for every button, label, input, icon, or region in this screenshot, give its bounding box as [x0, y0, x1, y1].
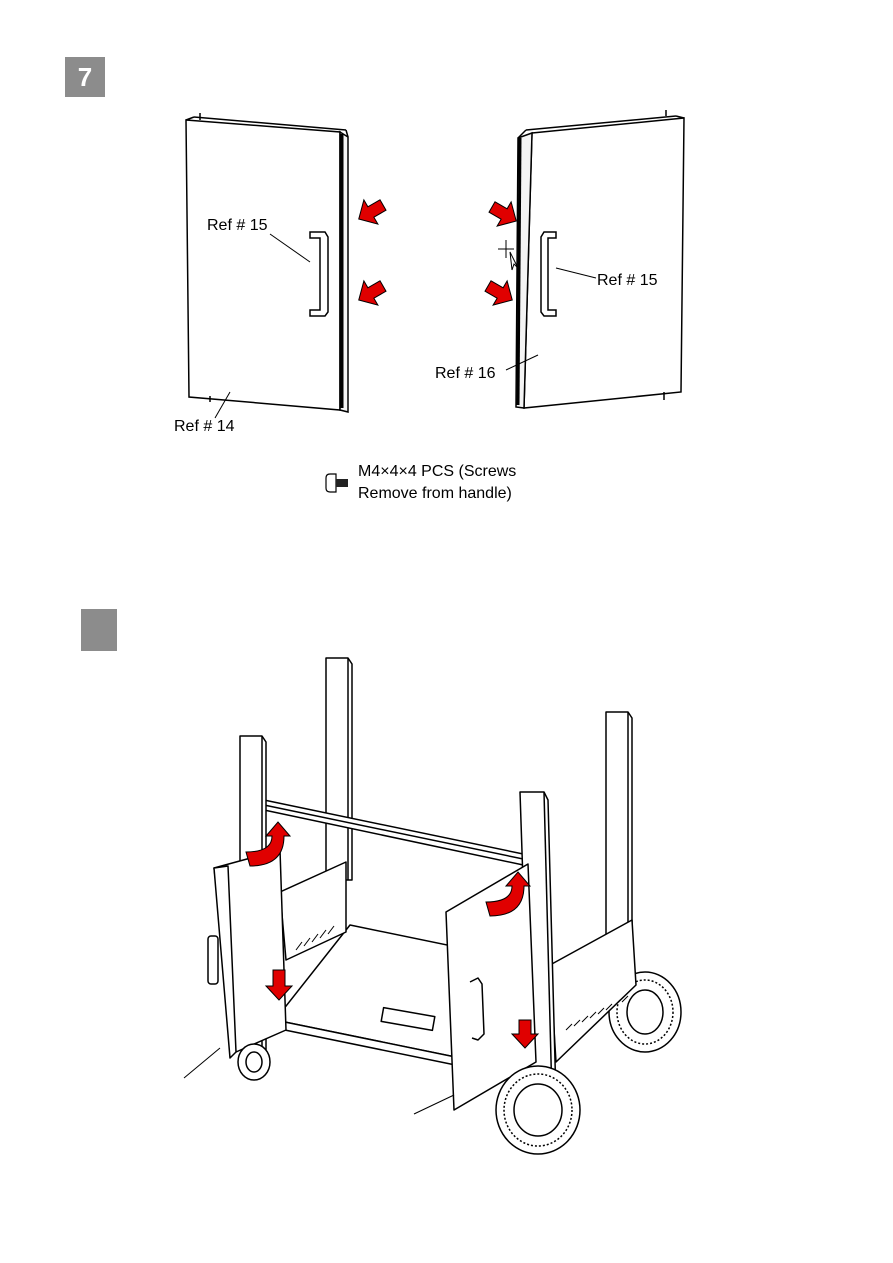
bottom-shelf [274, 924, 521, 1061]
front-wheel [495, 1065, 581, 1155]
front-caster [237, 1043, 271, 1081]
screw-icon [325, 473, 348, 493]
right-handle [540, 231, 557, 317]
curved-arrow-left [245, 821, 292, 867]
left-side-panel [279, 861, 347, 961]
left-door-installed [213, 849, 287, 1053]
step-7-illustration [185, 110, 685, 493]
move-cursor-icon [498, 240, 519, 271]
down-arrow-left [264, 969, 294, 1001]
ref-15-left-label: Ref # 15 [207, 217, 268, 234]
left-door [185, 113, 349, 413]
left-handle [309, 231, 329, 317]
right-door [515, 110, 685, 409]
ref-16-label: Ref # 16 [435, 365, 496, 382]
hardware-line-2: Remove from handle) [358, 485, 512, 502]
front-right-post [519, 791, 557, 1099]
hardware-line-1: M4×4×4 PCS (Screws [358, 463, 517, 480]
down-arrow-right [510, 1019, 540, 1049]
back-wheel [608, 971, 682, 1053]
step-7-badge: 7 [65, 57, 105, 97]
curved-arrow-right [485, 871, 532, 917]
front-left-post [239, 735, 267, 1051]
ref-14-label: Ref # 14 [174, 418, 235, 435]
back-left-post [325, 657, 353, 881]
right-door-installed [445, 863, 537, 1111]
back-right-post [605, 711, 633, 986]
step-8-badge [81, 609, 117, 651]
right-side-panel [549, 919, 637, 1063]
ref-15-right-label: Ref # 15 [597, 272, 658, 289]
top-rail [263, 799, 529, 867]
